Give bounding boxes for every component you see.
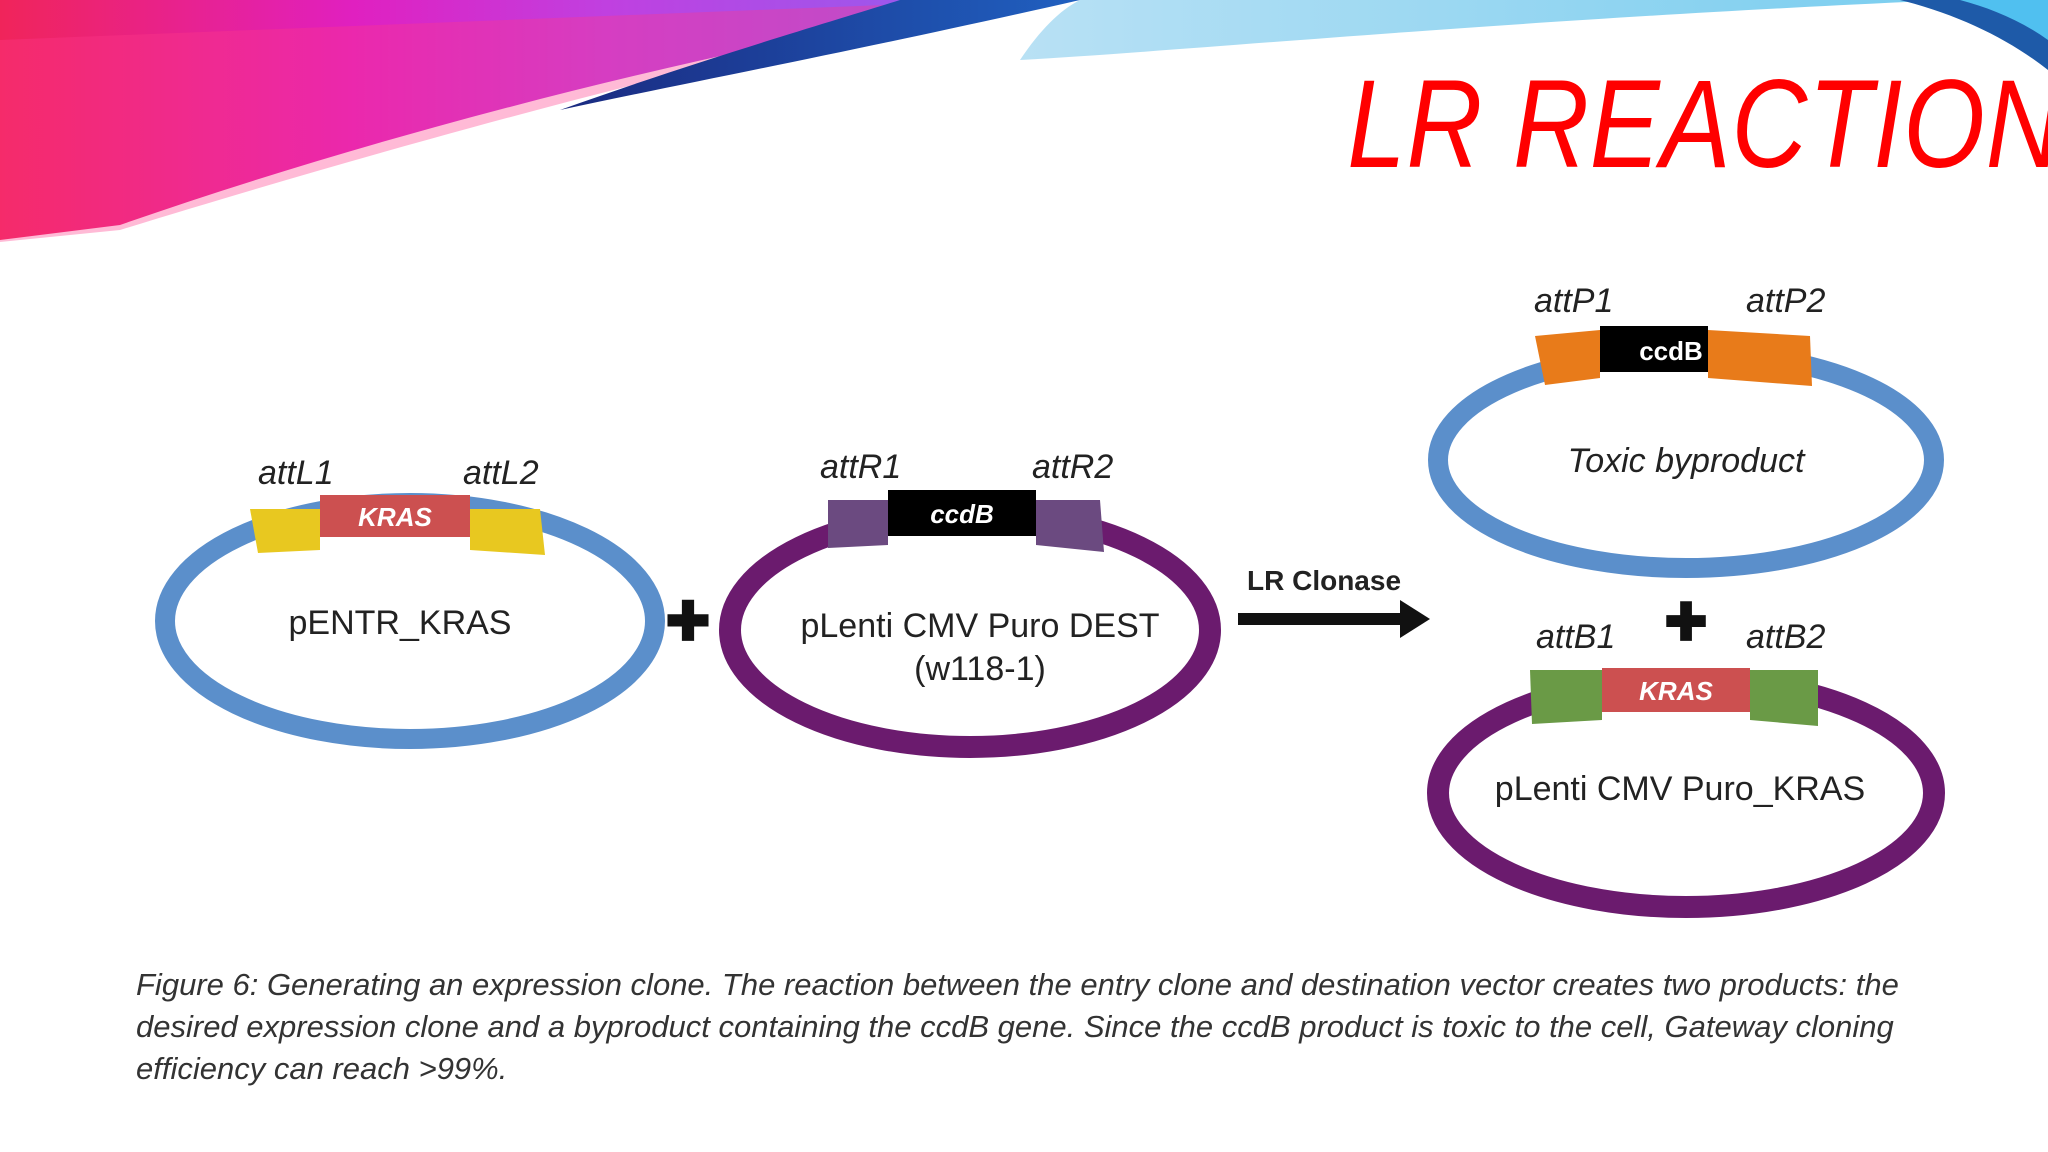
expression-gene-box [1602, 668, 1750, 712]
plus-sign-2: ✚ [1664, 594, 1708, 652]
entry-gene-box [320, 495, 470, 537]
entry-gene-label: KRAS [358, 502, 432, 532]
destination-vector-plasmid: ccdB attR1 attR2 pLenti CMV Puro DEST (w… [719, 448, 1221, 758]
attB2-label: attB2 [1746, 618, 1825, 656]
plus-sign-1: ✚ [665, 592, 710, 652]
dest-gene-label: ccdB [930, 499, 994, 529]
attB2-site [1750, 670, 1818, 726]
expression-clone-plasmid: KRAS attB1 attB2 pLenti CMV Puro_KRAS [1427, 618, 1945, 918]
entry-plasmid-name: pENTR_KRAS [289, 604, 512, 642]
attL1-label: attL1 [258, 454, 334, 492]
dest-plasmid-name-line1: pLenti CMV Puro DEST [800, 607, 1159, 645]
attL2-site [470, 509, 545, 555]
byproduct-gene-label: ccdB [1639, 336, 1703, 366]
byproduct-gene-box [1600, 326, 1708, 372]
entry-clone-plasmid: KRAS attL1 attL2 pENTR_KRAS [155, 454, 665, 749]
arrow-shaft [1238, 613, 1406, 625]
arrow-head [1400, 600, 1430, 638]
attR1-label: attR1 [820, 448, 901, 486]
dest-plasmid-name-line2: (w118-1) [914, 650, 1046, 688]
byproduct-plasmid: ccdB attP1 attP2 Toxic byproduct [1428, 282, 1944, 578]
attR2-site [1036, 500, 1104, 552]
expression-plasmid-name: pLenti CMV Puro_KRAS [1495, 770, 1865, 808]
slide-title: LR REACTION [1346, 55, 2048, 194]
attB1-site [1530, 670, 1602, 724]
attL2-label: attL2 [463, 454, 539, 492]
attP2-site [1708, 330, 1812, 386]
decorative-header-swoosh [0, 0, 2048, 242]
expression-gene-label: KRAS [1639, 676, 1713, 706]
figure-caption: Figure 6: Generating an expression clone… [136, 967, 1899, 1086]
dest-gene-box [888, 490, 1036, 536]
attP1-site [1535, 330, 1600, 385]
byproduct-name: Toxic byproduct [1568, 442, 1806, 480]
attP2-label: attP2 [1746, 282, 1825, 320]
lr-clonase-arrow: LR Clonase [1238, 565, 1430, 638]
attB1-label: attB1 [1536, 618, 1615, 656]
attR2-label: attR2 [1032, 448, 1113, 486]
attR1-site [828, 500, 888, 548]
attL1-site [250, 509, 320, 553]
attP1-label: attP1 [1534, 282, 1613, 320]
arrow-label: LR Clonase [1247, 565, 1401, 596]
